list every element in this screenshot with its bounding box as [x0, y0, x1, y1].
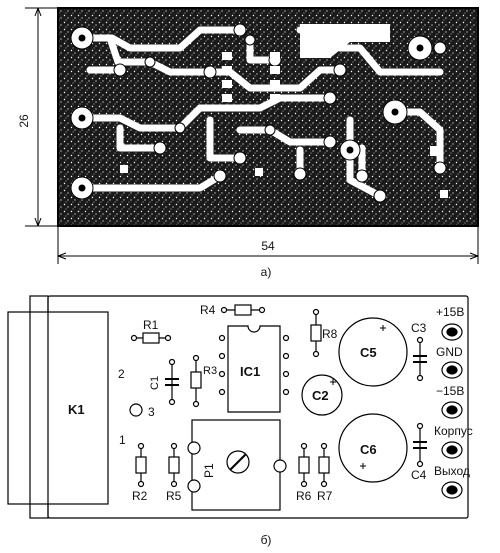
terminal-15v-pos-pad — [441, 323, 463, 341]
terminal-gnd: GND — [436, 345, 463, 359]
resistor-r7 — [318, 442, 330, 488]
label-c1: C1 — [149, 376, 161, 390]
label-ic1: IC1 — [240, 364, 260, 379]
assembly-drawing — [7, 295, 469, 519]
pcb-ic-pads — [120, 52, 448, 198]
capacitor-c5 — [338, 317, 408, 387]
resistor-r1 — [130, 332, 172, 344]
resistor-r4 — [220, 304, 266, 316]
resistor-r6 — [298, 442, 310, 488]
capacitor-c4 — [413, 422, 427, 468]
relay-k1-flange — [29, 295, 49, 519]
label-p1: P1 — [202, 463, 216, 478]
terminal-output-pad — [441, 481, 463, 499]
caption-b: б) — [261, 533, 272, 547]
label-r1: R1 — [143, 318, 159, 332]
assembly-labels: K1 2 3 1 R1 C1 R3 R4 IC1 R8 C5 C2 C3 C6 … — [68, 303, 473, 547]
label-r2: R2 — [132, 489, 148, 503]
terminal-gnd-pad — [441, 361, 463, 379]
relay-k1 — [7, 311, 109, 505]
label-r6: R6 — [296, 489, 312, 503]
relay-pin-3: 3 — [148, 405, 155, 419]
label-c2: C2 — [312, 388, 329, 403]
pcb-pads — [70, 23, 447, 203]
capacitor-c1 — [165, 358, 179, 406]
terminal-output: Выход — [434, 464, 470, 478]
width-dimension — [57, 226, 479, 264]
resistor-r8 — [310, 308, 322, 358]
relay-pin-1: 1 — [119, 433, 126, 447]
label-c3: C3 — [411, 321, 427, 335]
trimmer-p1 — [187, 419, 287, 511]
pcb-layout: 26 54 а) — [17, 7, 479, 279]
polarity-marks — [330, 325, 386, 469]
label-c5: C5 — [360, 345, 377, 360]
label-c4: C4 — [411, 468, 427, 482]
label-r7: R7 — [317, 489, 333, 503]
terminal-15v-pos: +15В — [436, 305, 464, 319]
capacitor-c6 — [338, 413, 408, 483]
height-dimension — [25, 7, 58, 227]
terminal-15v-neg-pad — [441, 401, 463, 419]
height-label: 26 — [17, 114, 31, 128]
pcb-plane — [300, 24, 390, 58]
terminal-15v-neg: −15В — [436, 384, 464, 398]
relay-pin-2: 2 — [118, 367, 125, 381]
capacitor-c3 — [413, 336, 427, 382]
label-r4: R4 — [200, 303, 216, 317]
label-c6: C6 — [360, 442, 377, 457]
label-r3: R3 — [203, 365, 217, 377]
relay-pin-3-pad — [129, 403, 143, 417]
label-k1: K1 — [68, 402, 85, 417]
resistor-r3 — [190, 354, 202, 408]
ic1 — [218, 325, 290, 413]
capacitor-c2 — [301, 374, 343, 416]
caption-a: а) — [261, 265, 272, 279]
resistor-r2 — [135, 442, 147, 488]
terminal-pads — [441, 323, 463, 499]
resistor-r5 — [168, 442, 180, 488]
terminal-case-pad — [441, 441, 463, 459]
label-r5: R5 — [166, 489, 182, 503]
label-r8: R8 — [322, 327, 338, 341]
width-label: 54 — [261, 239, 275, 253]
terminal-case: Корпус — [434, 424, 473, 438]
